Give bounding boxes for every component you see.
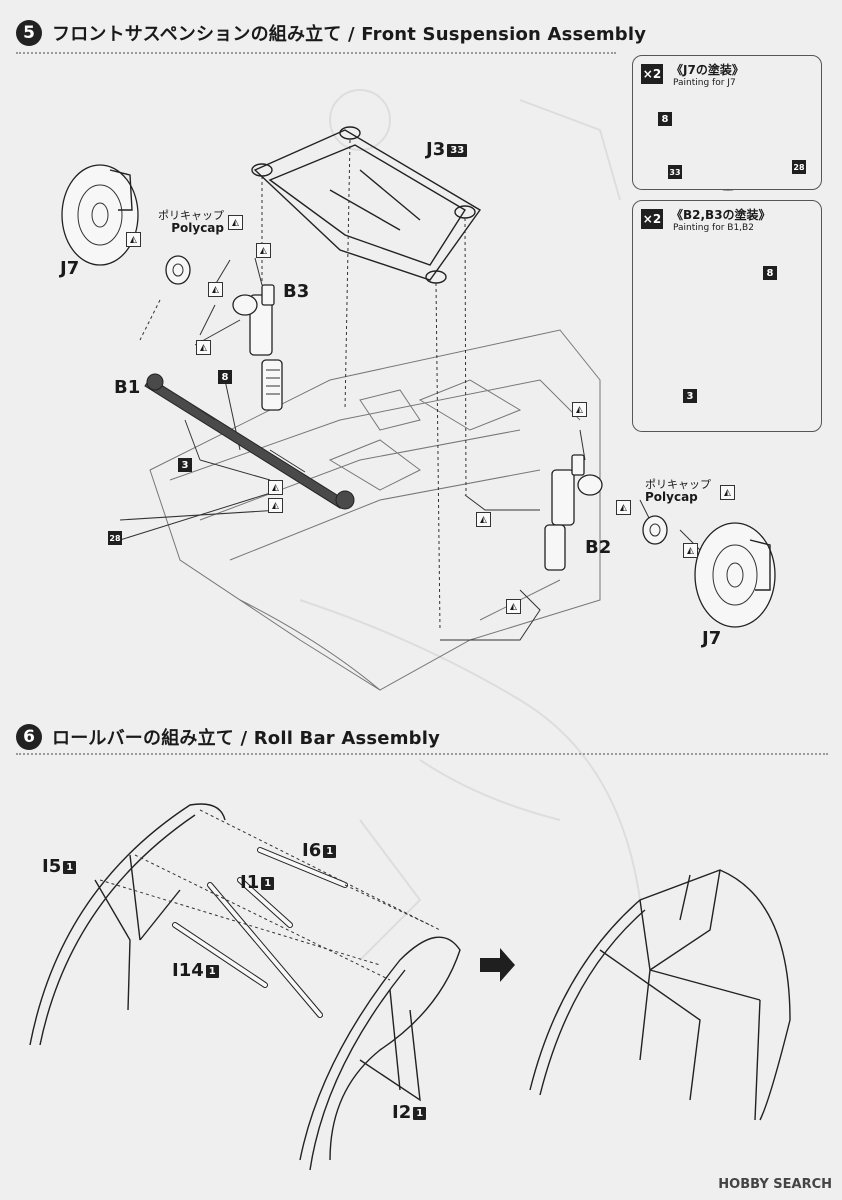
callout-color-3: 3	[178, 458, 192, 472]
paint-box-b: ×2 《B2,B3の塗装》 Painting for B1,B2	[632, 200, 822, 432]
i6-name: I6	[302, 840, 322, 861]
step6-number: 6	[16, 724, 42, 750]
label-j7-right: J7	[702, 628, 722, 649]
j7-left-brake-disc	[61, 164, 139, 266]
roll-bar-diagram	[29, 803, 791, 1171]
paint-j7-color-28: 28	[792, 160, 806, 174]
label-b1: B1	[114, 377, 141, 398]
guide-lines	[139, 139, 467, 631]
i5-name: I5	[42, 856, 62, 877]
chassis-outline	[149, 329, 601, 691]
j3-name: J3	[426, 139, 446, 160]
paint-j7-color-33: 33	[668, 165, 682, 179]
rollbar-guide-lines	[99, 809, 441, 981]
b2-knuckle	[544, 454, 603, 571]
label-b3: B3	[283, 281, 310, 302]
j7-right-brake-disc	[694, 522, 776, 628]
i1-num: 1	[261, 876, 275, 890]
cement-icon: ◭	[616, 500, 631, 515]
polycap-label-right: ポリキャップ Polycap	[645, 478, 711, 504]
paint-b-subtitle: Painting for B1,B2	[673, 223, 754, 233]
step5-header: 5 フロントサスペンションの組み立て / Front Suspension As…	[16, 16, 646, 50]
paint-box-j7: ×2 《J7の塗装》 Painting for J7	[632, 55, 822, 190]
cement-icon: ◭	[256, 243, 271, 258]
cement-icon: ◭	[268, 480, 283, 495]
paint-b-title: 《B2,B3の塗装》	[671, 208, 771, 222]
polycap-jp-left: ポリキャップ	[158, 209, 224, 222]
cement-icon: ◭	[683, 543, 698, 558]
i1-name: I1	[240, 872, 260, 893]
i2-name: I2	[392, 1102, 412, 1123]
step6-header: 6 ロールバーの組み立て / Roll Bar Assembly	[16, 720, 440, 754]
callout-color-8: 8	[218, 370, 232, 384]
i2-num: 1	[413, 1106, 427, 1120]
leader-lines	[119, 257, 701, 641]
i6-num: 1	[323, 844, 337, 858]
watermark-logo: HOBBY SEARCH	[718, 1177, 832, 1192]
rollbar-assembled	[529, 869, 791, 1121]
paint-j7-subtitle: Painting for J7	[673, 78, 736, 88]
cement-icon: ◭	[572, 402, 587, 417]
step6-title: ロールバーの組み立て / Roll Bar Assembly	[52, 728, 441, 749]
paint-b-color-8: 8	[763, 266, 777, 280]
polycap-en-left: Polycap	[171, 221, 224, 235]
rollbar-braces	[172, 847, 348, 1018]
cement-icon: ◭	[196, 340, 211, 355]
paint-b-color-3: 3	[683, 389, 697, 403]
i5-num: 1	[63, 860, 77, 874]
polycap-jp-right: ポリキャップ	[645, 478, 711, 491]
b1-tie-rod	[144, 373, 355, 510]
multiplier-j7: ×2	[641, 64, 663, 84]
step5-title: フロントサスペンションの組み立て / Front Suspension Asse…	[52, 24, 647, 45]
j3-paint: 33	[447, 143, 468, 157]
polycap-right	[642, 515, 668, 545]
callout-color-28: 28	[108, 531, 122, 545]
multiplier-b: ×2	[641, 209, 663, 229]
cement-icon: ◭	[268, 498, 283, 513]
step5-divider	[16, 52, 616, 54]
step6-divider	[16, 753, 828, 755]
cement-icon: ◭	[506, 599, 521, 614]
i14-name: I14	[172, 960, 204, 981]
i14-num: 1	[205, 964, 219, 978]
polycap-left	[165, 255, 191, 285]
label-j7-left: J7	[60, 258, 80, 279]
rollbar-front-hoop	[29, 803, 226, 1046]
polycap-label-left: ポリキャップ Polycap	[158, 209, 224, 235]
paint-j7-title: 《J7の塗装》	[671, 63, 744, 77]
cement-icon: ◭	[126, 232, 141, 247]
watermark-text: HOBBY SEARCH	[718, 1177, 832, 1192]
cement-icon: ◭	[720, 485, 735, 500]
arrow-right-icon	[480, 948, 515, 982]
paint-j7-color-8: 8	[658, 112, 672, 126]
cement-icon: ◭	[476, 512, 491, 527]
cement-icon: ◭	[208, 282, 223, 297]
cement-icon: ◭	[228, 215, 243, 230]
b3-knuckle	[232, 284, 283, 411]
step5-number: 5	[16, 20, 42, 46]
label-b2: B2	[585, 537, 612, 558]
polycap-en-right: Polycap	[645, 490, 698, 504]
rollbar-rear-hoop	[299, 936, 461, 1171]
